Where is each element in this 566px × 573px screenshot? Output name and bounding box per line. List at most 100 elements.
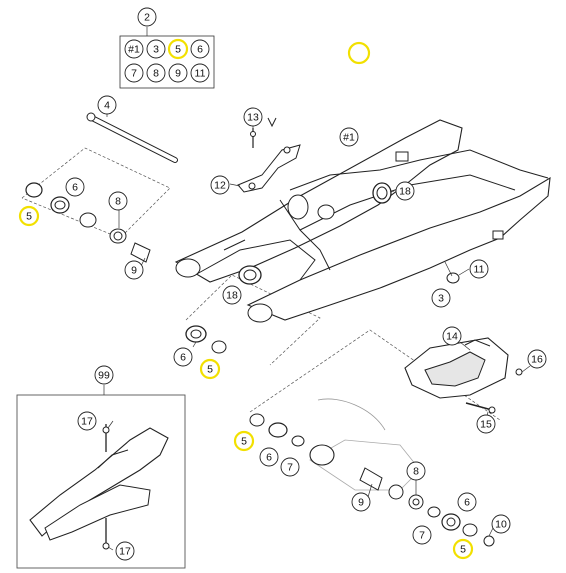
callout-c10-circle <box>491 514 511 534</box>
left-bearing-stack <box>25 182 151 263</box>
gasket-ring-mid <box>238 265 262 285</box>
callout-c16-circle <box>527 349 547 369</box>
callout-c12: 12 <box>210 175 230 195</box>
callout-c5-mid-circle <box>199 358 221 380</box>
kit-grid-item-label: 7 <box>131 68 137 80</box>
kit-grid-item: 7 <box>124 63 144 83</box>
callout-c8-right: 8 <box>406 461 426 481</box>
callout-c9-right-label: 9 <box>358 497 364 509</box>
callout-c5-left: 5 <box>18 205 40 227</box>
callout-c16: 16 <box>527 349 547 369</box>
callout-c6-lower-circle <box>259 447 279 467</box>
highlight-legend-marker <box>347 41 371 65</box>
callout-c10: 10 <box>491 514 511 534</box>
callout-c6-lower-label: 6 <box>266 452 272 464</box>
callout-c5-right-label: 5 <box>460 544 466 556</box>
swingarm-body <box>174 119 551 323</box>
kit-grid-item-circle <box>167 38 189 60</box>
callout-c5-lower: 5 <box>233 430 255 452</box>
callout-c2-label: 2 <box>144 12 150 24</box>
callout-c8-left-circle <box>108 191 128 211</box>
callout-c11: 11 <box>469 259 489 279</box>
kit-grid-item-label: 3 <box>153 44 159 56</box>
callout-c17-bottom: 17 <box>115 541 135 561</box>
callout-c3-circle <box>431 288 451 308</box>
callout-c5-right: 5 <box>452 538 474 560</box>
callout-c8-left: 8 <box>108 191 128 211</box>
inset-frame <box>16 394 186 569</box>
callout-c6-right: 6 <box>457 492 477 512</box>
gasket-ring-top <box>372 182 392 204</box>
callout-c8-left-label: 8 <box>115 196 121 208</box>
callout-c1-main-circle <box>339 127 359 147</box>
left-bearing-frame <box>21 147 171 239</box>
callout-c6-right-label: 6 <box>464 497 470 509</box>
kit-grid-item: 11 <box>190 63 210 83</box>
callout-c6-mid: 6 <box>173 347 193 367</box>
kit-grid-item: #1 <box>124 39 144 59</box>
kit-grid-item-circle <box>190 63 210 83</box>
callout-c6-mid-circle <box>173 347 193 367</box>
callout-c2-circle <box>137 7 157 27</box>
callout-c13: 13 <box>243 107 263 127</box>
inset-swingarm <box>29 424 169 550</box>
callout-c17-bottom-circle <box>115 541 135 561</box>
callout-c11-circle <box>469 259 489 279</box>
callout-c2: 2 <box>137 7 157 27</box>
callout-c3-label: 3 <box>438 293 444 305</box>
callout-c16-label: 16 <box>531 354 543 366</box>
callout-c14-circle <box>442 326 462 346</box>
callout-c18-mid-circle <box>222 285 242 305</box>
callout-c7-right: 7 <box>412 525 432 545</box>
kit-grid-item-circle <box>190 39 210 59</box>
callout-c9-left-circle <box>124 260 144 280</box>
callout-c14-label: 14 <box>446 331 458 343</box>
callout-c7-lower: 7 <box>280 457 300 477</box>
callout-c9-right: 9 <box>351 492 371 512</box>
callout-c9-left: 9 <box>124 260 144 280</box>
callout-c18-mid-label: 18 <box>226 290 238 302</box>
callout-c18-top-label: 18 <box>399 186 411 198</box>
kit-grid-item-circle <box>146 63 166 83</box>
callout-c5-lower-circle <box>233 430 255 452</box>
kit-grid-item: 6 <box>190 39 210 59</box>
kit-grid-item-label: 8 <box>153 68 159 80</box>
mid-guide-frame <box>185 274 321 366</box>
brake-line-holder <box>237 117 301 193</box>
callout-c1-main: #1 <box>339 127 359 147</box>
callout-c6-right-circle <box>457 492 477 512</box>
kit-grid-item-label: 6 <box>197 44 203 56</box>
callout-c14: 14 <box>442 326 462 346</box>
kit-grid-item: 5 <box>167 38 189 60</box>
callout-c15-circle <box>476 414 496 434</box>
callout-c17-top-circle <box>77 411 97 431</box>
legend-marker <box>347 41 371 65</box>
kit-grid-item: 3 <box>146 39 166 59</box>
callout-c5-mid: 5 <box>199 358 221 380</box>
callout-c12-circle <box>210 175 230 195</box>
callout-c7-lower-label: 7 <box>287 462 293 474</box>
callout-c5-lower-label: 5 <box>241 436 247 448</box>
chain-guide <box>404 337 531 414</box>
callout-c9-right-circle <box>351 492 371 512</box>
callout-c6-mid-label: 6 <box>180 352 186 364</box>
callout-c8-right-label: 8 <box>413 466 419 478</box>
callout-c99-circle <box>94 365 114 385</box>
callout-c7-right-label: 7 <box>419 530 425 542</box>
callout-c17-top: 17 <box>77 411 97 431</box>
callout-c7-right-circle <box>412 525 432 545</box>
callout-c6-left-label: 6 <box>72 182 78 194</box>
callout-c10-label: 10 <box>495 519 507 531</box>
callout-c4-circle <box>97 95 117 115</box>
kit-grid-item-label: #1 <box>128 44 140 56</box>
pivot-axle <box>86 112 178 163</box>
kit-grid-item-label: 9 <box>175 68 181 80</box>
callout-c13-circle <box>243 107 263 127</box>
kit-grid-item-circle <box>146 39 166 59</box>
callout-c18-top: 18 <box>395 181 415 201</box>
callout-c6-left: 6 <box>65 177 85 197</box>
kit-box <box>119 35 215 89</box>
